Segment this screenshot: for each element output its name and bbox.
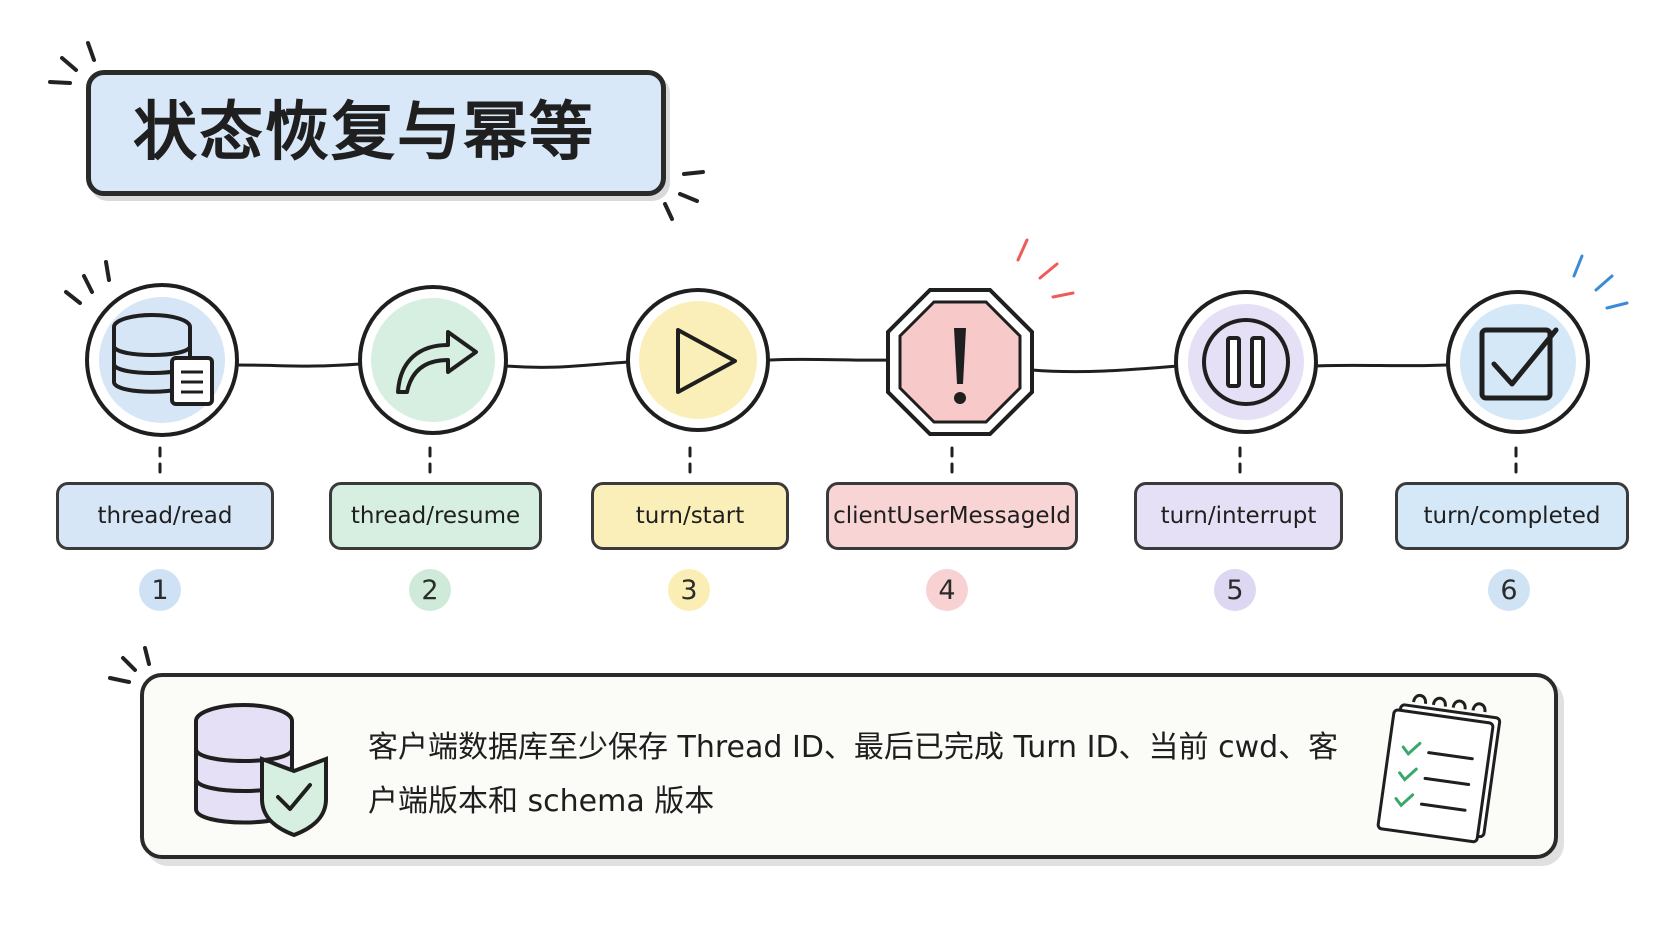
- curved-arrow-icon: [396, 330, 478, 394]
- title-sparkle-right: [663, 170, 705, 221]
- warning-octagon-icon: [954, 328, 966, 404]
- summary-note-text: 客户端数据库至少保存 Thread ID、最后已完成 Turn ID、当前 cw…: [368, 730, 1339, 819]
- step-number-3: 3: [668, 569, 710, 611]
- step-label-turn-interrupt: turn/interrupt: [1134, 482, 1343, 550]
- step-6-node: [1446, 254, 1629, 434]
- pause-icon: [1202, 318, 1290, 406]
- checklist-notepad-icon: [1376, 693, 1502, 844]
- database-shield-icon: [194, 703, 328, 838]
- step-5-node: [1174, 290, 1318, 434]
- play-icon: [676, 328, 737, 394]
- step-number-2: 2: [409, 569, 451, 611]
- step-number-4: 4: [926, 569, 968, 611]
- summary-note: 客户端数据库至少保存 Thread ID、最后已完成 Turn ID、当前 cw…: [140, 673, 1558, 859]
- dashed-connectors: [158, 446, 1518, 474]
- step-label-turn-start: turn/start: [591, 482, 789, 550]
- checkbox-icon: [1479, 327, 1559, 401]
- step-3-node: [626, 288, 770, 432]
- step-number-1: 1: [139, 569, 181, 611]
- step-number-6: 6: [1488, 569, 1530, 611]
- step-4-node: [886, 238, 1075, 436]
- step-label-thread-resume: thread/resume: [329, 482, 542, 550]
- note-sparkle: [108, 646, 151, 684]
- title-box: 状态恢复与幂等: [86, 70, 666, 196]
- step-1-node: [64, 260, 239, 437]
- title-sparkle-left: [48, 41, 96, 85]
- step-label-turn-completed: turn/completed: [1395, 482, 1629, 550]
- step-label-thread-read: thread/read: [56, 482, 274, 550]
- timeline-connector: [233, 357, 1448, 374]
- page-title: 状态恢复与幂等: [133, 96, 595, 170]
- database-document-icon: [112, 313, 214, 406]
- note-decoration: [194, 693, 1502, 844]
- step-label-client-user-message-id: clientUserMessageId: [826, 482, 1078, 550]
- step-2-node: [358, 285, 508, 435]
- step-number-5: 5: [1214, 569, 1256, 611]
